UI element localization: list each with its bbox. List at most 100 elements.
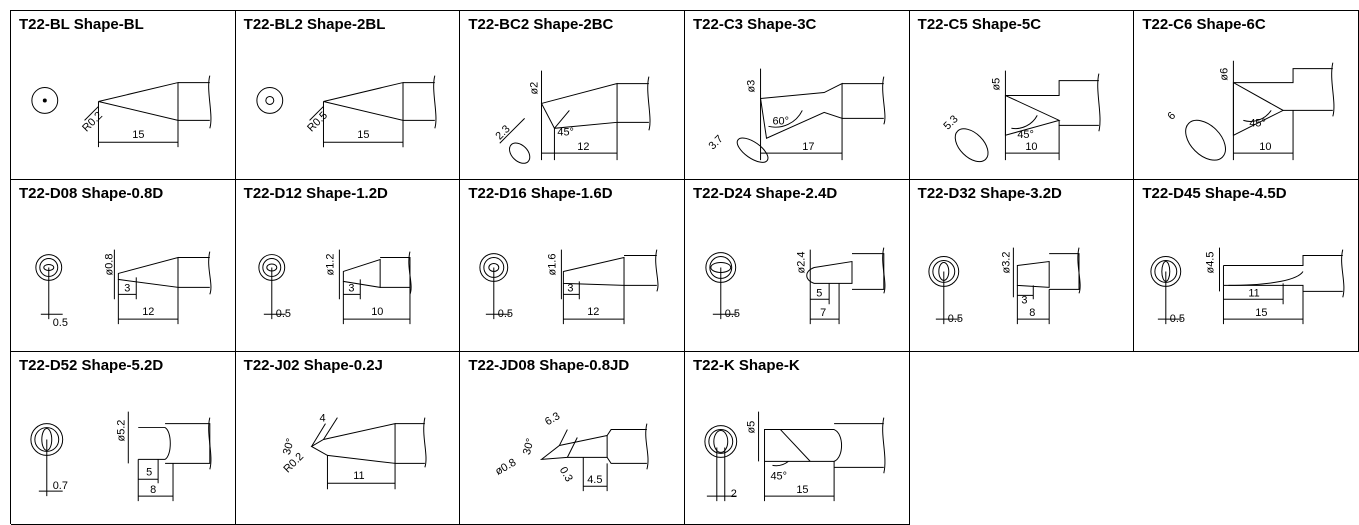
tip-title: T22-D32 Shape-3.2D <box>917 185 1062 202</box>
tip-title: T22-BC2 Shape-2BC <box>468 16 614 33</box>
tip-drawing-d52: ø5.2 5 8 0.7 <box>30 411 212 502</box>
tip-title: T22-D08 Shape-0.8D <box>19 185 164 202</box>
dim-radius: R0.5 <box>305 110 330 135</box>
tip-cell-d24: T22-D24 Shape-2.4D ø2.4 5 7 0.5 <box>685 180 910 352</box>
tip-drawing-d12: ø1.2 3 10 0.5 <box>258 249 412 325</box>
dim-diameter: ø1.6 <box>547 254 559 276</box>
tip-shape-table: T22-BL Shape-BL R0.2 15 T22-BL2 Shape-2B… <box>10 10 1359 525</box>
dim-angle: 45° <box>1250 117 1267 129</box>
tip-cell-bc2: T22-BC2 Shape-2BC ø2 2.3 45° 12 <box>460 11 685 180</box>
dim-thickness: 0.5 <box>947 313 962 325</box>
dim-radius: R0.2 <box>80 110 105 135</box>
dim-length: 11 <box>353 470 364 482</box>
dim-diameter: ø1.2 <box>324 254 336 276</box>
dim-length: 8 <box>1029 307 1035 319</box>
tip-drawing-bc2: ø2 2.3 45° 12 <box>494 70 651 164</box>
dim-diameter: ø5.2 <box>115 420 127 442</box>
dim-length: 12 <box>142 306 154 318</box>
tip-cell-d12: T22-D12 Shape-1.2D ø1.2 3 10 0.5 <box>235 180 461 352</box>
dim-thickness: 0.5 <box>275 308 290 320</box>
dim-angle: 30° <box>281 437 297 456</box>
dim-flat: 3 <box>348 282 354 294</box>
tip-cell-c6: T22-C6 Shape-6C ø6 6 45° 10 <box>1134 11 1359 180</box>
dim-flat: 11 <box>1249 287 1260 299</box>
tip-drawing-d45: ø4.5 11 15 0.5 <box>1150 247 1345 325</box>
dim-bend: 4 <box>319 413 325 425</box>
dim-diameter: ø4.5 <box>1205 252 1217 274</box>
tip-title: T22-D16 Shape-1.6D <box>468 185 613 202</box>
tip-drawing-bl2: R0.5 15 <box>256 75 437 148</box>
tip-drawing-d24: ø2.4 5 7 0.5 <box>705 247 886 325</box>
tip-drawing-c3: ø3 3.7 60° 17 <box>706 68 886 163</box>
tip-cell-bl: T22-BL Shape-BL R0.2 15 <box>11 11 236 180</box>
tip-drawing-d32: ø3.2 3 8 0.5 <box>928 247 1081 325</box>
dim-cut: 5.3 <box>941 113 960 132</box>
dim-length: 12 <box>578 141 590 153</box>
tip-drawing-c6: ø6 6 45° 10 <box>1166 60 1335 161</box>
tip-cell-jd08: T22-JD08 Shape-0.8JD 6.3 30° ø0.8 0.3 4.… <box>460 352 685 525</box>
tip-title: T22-K Shape-K <box>693 357 800 374</box>
dim-length: 10 <box>1260 141 1272 153</box>
dim-thickness: 0.5 <box>498 308 513 320</box>
tip-drawing-d16: ø1.6 3 12 0.5 <box>479 249 659 325</box>
dim-length: 15 <box>1256 307 1268 319</box>
tip-drawing-c5: ø5 5.3 45° 10 <box>941 70 1101 163</box>
dim-flat: 3 <box>124 282 130 294</box>
dim-cut: 6 <box>1166 110 1179 123</box>
empty-cell <box>1134 352 1359 525</box>
dim-angle: 45° <box>1017 129 1034 141</box>
tip-cell-k: T22-K Shape-K ø5 45° 15 2 <box>685 352 910 525</box>
dim-diameter: ø0.8 <box>494 457 519 478</box>
dim-angle: 60° <box>772 115 789 127</box>
dim-flat: 5 <box>816 287 822 299</box>
dim-bend: 6.3 <box>543 410 562 428</box>
dim-diameter: ø2 <box>529 82 541 95</box>
tip-cell-d32: T22-D32 Shape-3.2D ø3.2 3 8 0.5 <box>909 180 1135 352</box>
dim-flat: 5 <box>146 466 152 478</box>
dim-thickness: 0.5 <box>1170 313 1185 325</box>
dim-diameter: ø5 <box>746 421 758 434</box>
dim-flat: 3 <box>1021 294 1027 306</box>
tip-title: T22-D12 Shape-1.2D <box>243 185 388 202</box>
tip-title: T22-D52 Shape-5.2D <box>19 357 164 374</box>
dim-length: 7 <box>820 307 826 319</box>
tip-title: T22-BL Shape-BL <box>19 16 144 33</box>
tip-cell-d52: T22-D52 Shape-5.2D ø5.2 5 8 0.7 <box>11 352 236 525</box>
dim-diameter: ø3 <box>746 80 758 93</box>
dim-length: 10 <box>371 306 383 318</box>
dim-cut: 3.7 <box>706 133 725 152</box>
tip-title: T22-C5 Shape-5C <box>917 16 1042 33</box>
dim-thickness: 0.3 <box>557 465 575 484</box>
tip-title: T22-JD08 Shape-0.8JD <box>468 357 630 374</box>
dim-length: 12 <box>588 306 600 318</box>
dim-diameter: ø6 <box>1219 68 1231 81</box>
dim-thickness: 0.5 <box>725 308 740 320</box>
tip-cell-bl2: T22-BL2 Shape-2BL R0.5 15 <box>235 11 461 180</box>
dim-length: 15 <box>357 129 369 141</box>
dim-diameter: ø5 <box>990 78 1002 91</box>
tip-cell-c5: T22-C5 Shape-5C ø5 5.3 45° 10 <box>909 11 1135 180</box>
dim-thickness: 0.7 <box>53 480 68 492</box>
tip-title: T22-D45 Shape-4.5D <box>1142 185 1287 202</box>
tip-title: T22-BL2 Shape-2BL <box>243 16 386 33</box>
empty-cell <box>909 352 1135 525</box>
tip-title: T22-C3 Shape-3C <box>693 16 817 33</box>
dim-angle: 30° <box>521 437 537 456</box>
tip-cell-d16: T22-D16 Shape-1.6D ø1.6 3 12 0.5 <box>460 180 685 352</box>
dim-length: 15 <box>796 484 808 496</box>
dim-angle: 45° <box>770 470 787 482</box>
tip-title: T22-J02 Shape-0.2J <box>243 357 383 374</box>
tip-cell-j02: T22-J02 Shape-0.2J 4 30° R0.2 11 <box>235 352 461 525</box>
tip-drawing-k: ø5 45° 15 2 <box>704 411 886 502</box>
dim-length: 10 <box>1025 141 1037 153</box>
dim-length: 8 <box>150 484 156 496</box>
dim-flat: 3 <box>568 282 574 294</box>
tip-title: T22-C6 Shape-6C <box>1142 16 1266 33</box>
dim-length: 4.5 <box>588 474 603 486</box>
tip-drawing-bl: R0.2 15 <box>31 75 212 148</box>
tip-title: T22-D24 Shape-2.4D <box>693 185 838 202</box>
tip-drawing-jd08: 6.3 30° ø0.8 0.3 4.5 <box>494 410 649 492</box>
dim-angle: 45° <box>558 126 575 138</box>
dim-length: 15 <box>132 129 144 141</box>
dim-diameter: ø0.8 <box>103 254 115 276</box>
